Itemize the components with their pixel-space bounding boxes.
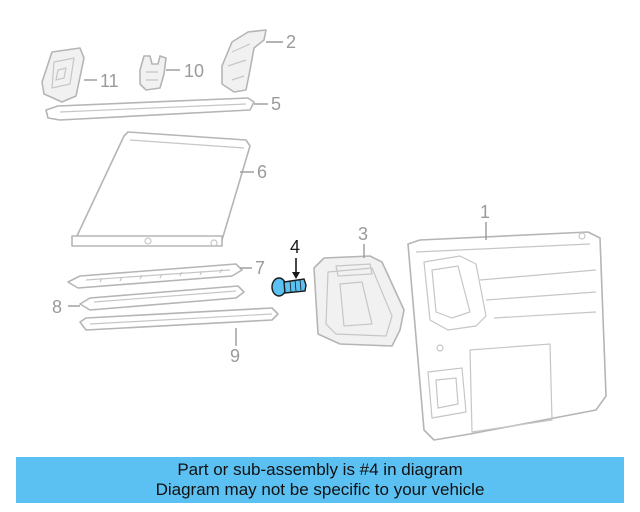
part-1-trim-panel <box>407 231 607 441</box>
part-5-trim-strip <box>45 97 255 121</box>
callout-9: 9 <box>230 346 240 366</box>
callout-4: 4 <box>290 237 300 257</box>
part-8-middle-rail <box>79 285 245 311</box>
part-11-switch-bezel <box>41 47 85 103</box>
part-7-guide-rail <box>67 263 243 289</box>
part-6-sunshade <box>71 131 251 247</box>
part-2-corner-trim <box>221 29 267 93</box>
parts-diagram: 11 10 2 5 6 7 8 <box>41 29 607 441</box>
callout-3: 3 <box>358 224 368 244</box>
part-3-handle-bezel <box>313 255 405 347</box>
part-4-screw <box>271 277 307 297</box>
caption-line-1: Part or sub-assembly is #4 in diagram <box>177 460 463 479</box>
callout-8: 8 <box>52 297 62 317</box>
callout-7: 7 <box>255 258 265 278</box>
callout-1: 1 <box>480 202 490 222</box>
callout-5: 5 <box>271 94 281 114</box>
callout-6: 6 <box>257 162 267 182</box>
callout-10: 10 <box>184 61 204 81</box>
part-10-clip <box>139 55 167 91</box>
leader-4-arrowhead <box>292 272 300 279</box>
part-9-lower-rail <box>79 307 279 331</box>
caption-line-2: Diagram may not be specific to your vehi… <box>155 480 485 499</box>
caption-banner: Part or sub-assembly is #4 in diagram Di… <box>16 457 624 503</box>
callout-2: 2 <box>286 32 296 52</box>
callout-11: 11 <box>100 71 119 91</box>
